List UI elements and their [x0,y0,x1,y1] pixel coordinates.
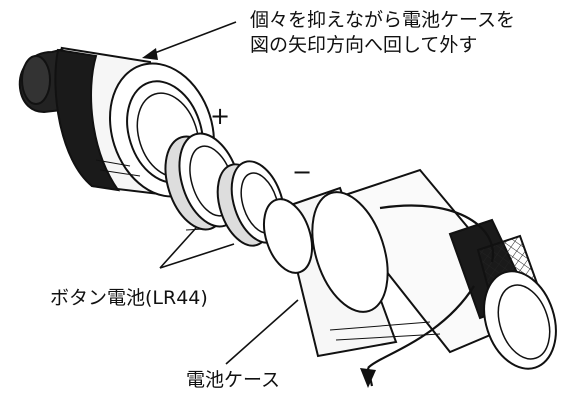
button-battery-label: ボタン電池(LR44) [50,287,208,309]
leader-lines [142,21,299,365]
instruction-line-1: 個々を抑えながら電池ケースを [250,9,516,31]
button-battery-1 [164,132,242,231]
plus-terminal-label: + [210,102,231,130]
battery-case [263,168,557,370]
minus-terminal-label: − [292,158,313,186]
battery-case-label: 電池ケース [186,369,281,391]
rotation-arrow [360,204,495,388]
instruction-line-2: 図の矢印方向へ回して外す [250,34,478,56]
